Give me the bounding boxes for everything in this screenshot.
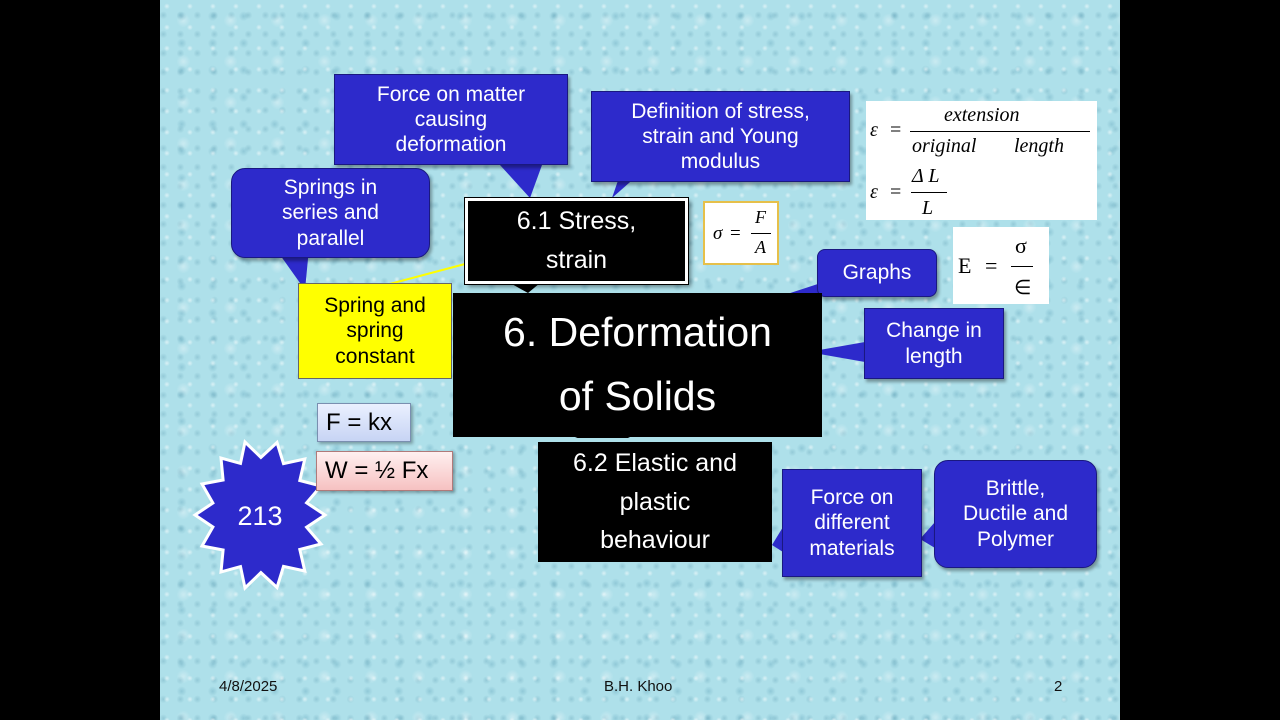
page-badge-text: 213 xyxy=(237,500,283,531)
topic-stress-strain: 6.1 Stress, strain xyxy=(464,197,689,285)
callout-line: Force on xyxy=(810,486,894,510)
work-done-text: W = ½ Fx xyxy=(325,457,429,484)
callout-line: different xyxy=(814,511,890,535)
topic-line: plastic xyxy=(619,487,691,516)
topic-line: strain xyxy=(545,246,608,274)
callout-line: Force on matter xyxy=(376,82,526,106)
stress-box-pointer xyxy=(510,283,540,293)
brittle-ductile-callout: Brittle, Ductile and Polymer xyxy=(934,460,1097,568)
strain-numerator: extension xyxy=(944,104,1020,126)
strain-formulas: ε = extension original length ε = Δ L L xyxy=(866,101,1097,220)
main-title-line: 6. Deformation xyxy=(503,309,772,356)
spring-constant-box: Spring and spring constant xyxy=(298,283,452,379)
young-numerator: σ xyxy=(1015,233,1027,258)
young-fraction-bar xyxy=(1011,266,1033,267)
callout-line: Graphs xyxy=(842,261,912,285)
force-on-materials-callout: Force on different materials xyxy=(782,469,922,577)
spring-constant-line: spring xyxy=(346,319,404,343)
spring-constant-line: constant xyxy=(335,344,415,368)
stress-formula: σ = F A xyxy=(703,201,779,265)
young-lhs: E xyxy=(958,253,972,278)
footer-author: B.H. Khoo xyxy=(604,678,673,695)
force-on-matter-callout: Force on matter causing deformation xyxy=(334,74,568,165)
strain-lhs: ε xyxy=(870,119,878,141)
strain-symbol-fraction-bar xyxy=(911,192,947,193)
strain-fraction-bar xyxy=(910,131,1090,132)
callout-line: Brittle, xyxy=(985,477,1046,501)
callout-line: Ductile and xyxy=(962,502,1069,526)
strain-denominator-original: original xyxy=(912,135,977,157)
stress-denominator: A xyxy=(755,237,766,257)
stress-numerator: F xyxy=(755,207,766,227)
page-badge-number: 213 xyxy=(215,497,305,535)
strain-symbol-equals: = xyxy=(890,181,902,203)
force-callout-tail xyxy=(500,165,542,198)
footer-date: 4/8/2025 xyxy=(219,678,278,695)
spring-link-line xyxy=(381,263,466,287)
strain-symbol-lhs: ε xyxy=(870,181,878,203)
main-title-line: of Solids xyxy=(558,373,717,419)
topic-elastic-plastic: 6.2 Elastic and plastic behaviour xyxy=(538,442,772,562)
page-badge-star xyxy=(192,439,328,591)
callout-line: modulus xyxy=(680,150,761,174)
young-modulus-formula: E = σ ∈ xyxy=(953,227,1049,304)
spring-constant-line: Spring and xyxy=(324,294,426,318)
work-done-equation: W = ½ Fx xyxy=(316,451,453,491)
callout-line: materials xyxy=(809,536,895,560)
definition-callout: Definition of stress, strain and Young m… xyxy=(591,91,850,182)
footer-page-number: 2 xyxy=(1054,678,1063,695)
young-equals: = xyxy=(985,253,998,278)
strain-symbol-numerator: Δ L xyxy=(912,165,940,187)
callout-line: series and xyxy=(282,201,379,225)
slide: Force on matter causing deformation Defi… xyxy=(160,0,1120,720)
stress-lhs: σ xyxy=(713,223,723,244)
brittle-callout-tail xyxy=(920,522,935,548)
callout-line: causing xyxy=(414,107,488,131)
callout-line: strain and Young xyxy=(642,124,799,148)
stress-fraction-bar xyxy=(751,233,771,234)
callout-line: parallel xyxy=(296,226,365,250)
materials-callout-tail xyxy=(772,527,783,552)
callout-line: Springs in xyxy=(283,176,378,200)
strain-equals: = xyxy=(890,119,902,141)
callout-line: length xyxy=(905,344,963,368)
topic-line: 6.2 Elastic and xyxy=(573,448,737,477)
callout-line: Change in xyxy=(886,319,982,343)
hooke-law-text: F = kx xyxy=(326,408,393,436)
change-in-length-callout: Change in length xyxy=(864,308,1004,379)
topic-line: behaviour xyxy=(600,526,710,555)
strain-symbol-denominator: L xyxy=(922,197,934,219)
callout-line: Polymer xyxy=(976,527,1055,551)
topic-line: 6.1 Stress, xyxy=(516,207,637,236)
hooke-law-equation: F = kx xyxy=(317,403,411,442)
graphs-callout: Graphs xyxy=(817,249,937,297)
strain-denominator-length: length xyxy=(1014,135,1064,157)
stress-equals: = xyxy=(730,223,741,244)
callout-line: deformation xyxy=(395,133,507,157)
callout-line: Definition of stress, xyxy=(631,99,810,123)
main-title: 6. Deformation of Solids xyxy=(453,293,822,437)
change-length-callout-tail xyxy=(808,342,865,362)
young-denominator: ∈ xyxy=(1014,277,1032,299)
springs-callout: Springs in series and parallel xyxy=(231,168,430,258)
